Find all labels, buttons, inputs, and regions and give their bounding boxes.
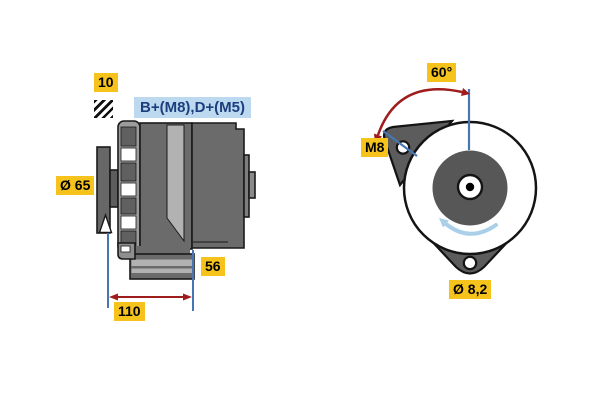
angle-arc-arrowhead-right bbox=[461, 88, 470, 96]
side-view bbox=[96, 120, 256, 280]
label-mount-length: 110 bbox=[114, 302, 145, 321]
terminal-stud bbox=[243, 154, 256, 218]
label-pulley-diameter: Ø 65 bbox=[56, 176, 95, 195]
dimension-arrowhead-right bbox=[183, 293, 192, 301]
pulley bbox=[96, 146, 119, 234]
pulley-v-groove bbox=[98, 212, 113, 234]
lug-hole-bottom bbox=[462, 255, 478, 271]
dimension-arrowhead-left bbox=[109, 293, 118, 301]
label-hole-diameter: Ø 8,2 bbox=[449, 280, 492, 299]
label-terminals: B+(M8),D+(M5) bbox=[134, 97, 252, 118]
front-mount-lug bbox=[117, 242, 136, 260]
shaft-center-dot bbox=[465, 182, 475, 192]
label-shaft-dimension: 10 bbox=[94, 73, 118, 92]
rotation-arrowhead bbox=[439, 218, 449, 228]
rotation-direction-arrow bbox=[444, 222, 498, 236]
housing-rear bbox=[191, 122, 245, 249]
label-thread-size: M8 bbox=[361, 138, 389, 157]
label-mounting-angle: 60° bbox=[427, 63, 457, 82]
angle-arc-arrow bbox=[376, 88, 463, 136]
fan bbox=[117, 120, 141, 253]
label-foot-length: 56 bbox=[201, 257, 225, 276]
hatch-icon bbox=[94, 100, 113, 118]
rear-view bbox=[374, 88, 538, 275]
side-view-dimensions bbox=[107, 233, 194, 311]
housing-light-band bbox=[166, 124, 185, 243]
mounting-foot bbox=[129, 246, 195, 280]
angle-reference-line-lug bbox=[382, 130, 418, 157]
